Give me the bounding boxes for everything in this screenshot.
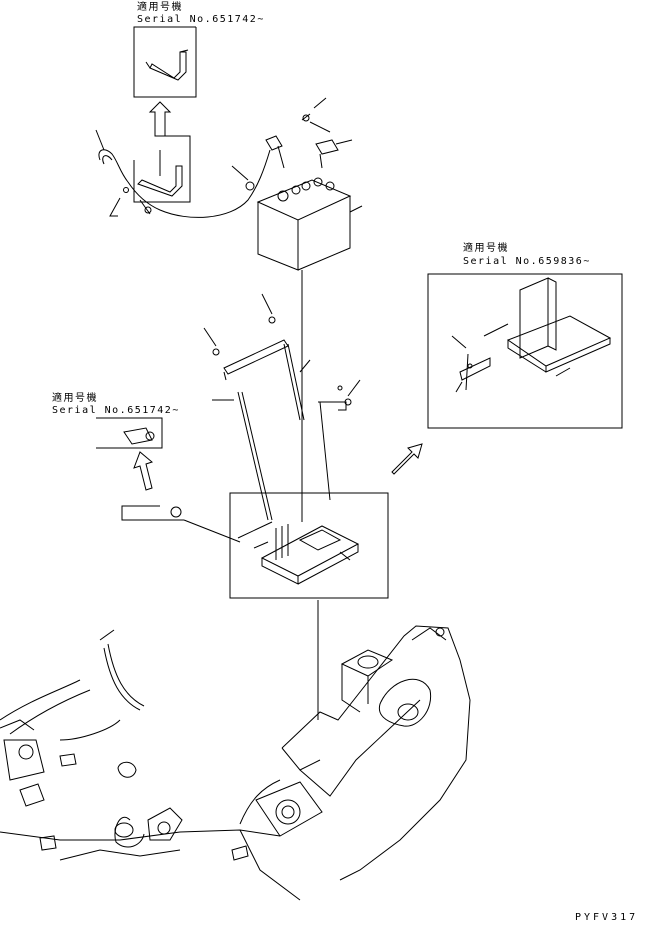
top-bracket-bubble: [133, 135, 191, 203]
top-callout-box: [133, 26, 197, 98]
top-callout-serial-label: Serial No.651742~: [137, 14, 265, 25]
diagonal-arrow-icon: [391, 443, 423, 475]
left-bolt-bubble: [121, 505, 241, 543]
right-callout-serial-label: Serial No.659836~: [463, 256, 591, 267]
machine-frame: [0, 625, 471, 901]
battery: [256, 177, 363, 271]
drawing-code: PYFV317: [575, 912, 639, 923]
battery-hold-down: [203, 293, 361, 521]
right-callout-box: [427, 273, 623, 429]
up-arrow-icon-left: [133, 451, 154, 491]
left-callout-box: [96, 417, 163, 449]
assembly-guide-lines: [301, 270, 319, 720]
left-callout-model-label: 適用号機: [52, 393, 98, 404]
right-callout-model-label: 適用号機: [463, 243, 509, 254]
battery-terminals: [265, 97, 353, 169]
top-callout-model-label: 適用号機: [137, 2, 183, 13]
battery-tray-box: [229, 492, 389, 599]
up-arrow-icon: [148, 101, 172, 137]
left-callout-serial-label: Serial No.651742~: [52, 405, 180, 416]
battery-cable: [95, 129, 271, 218]
